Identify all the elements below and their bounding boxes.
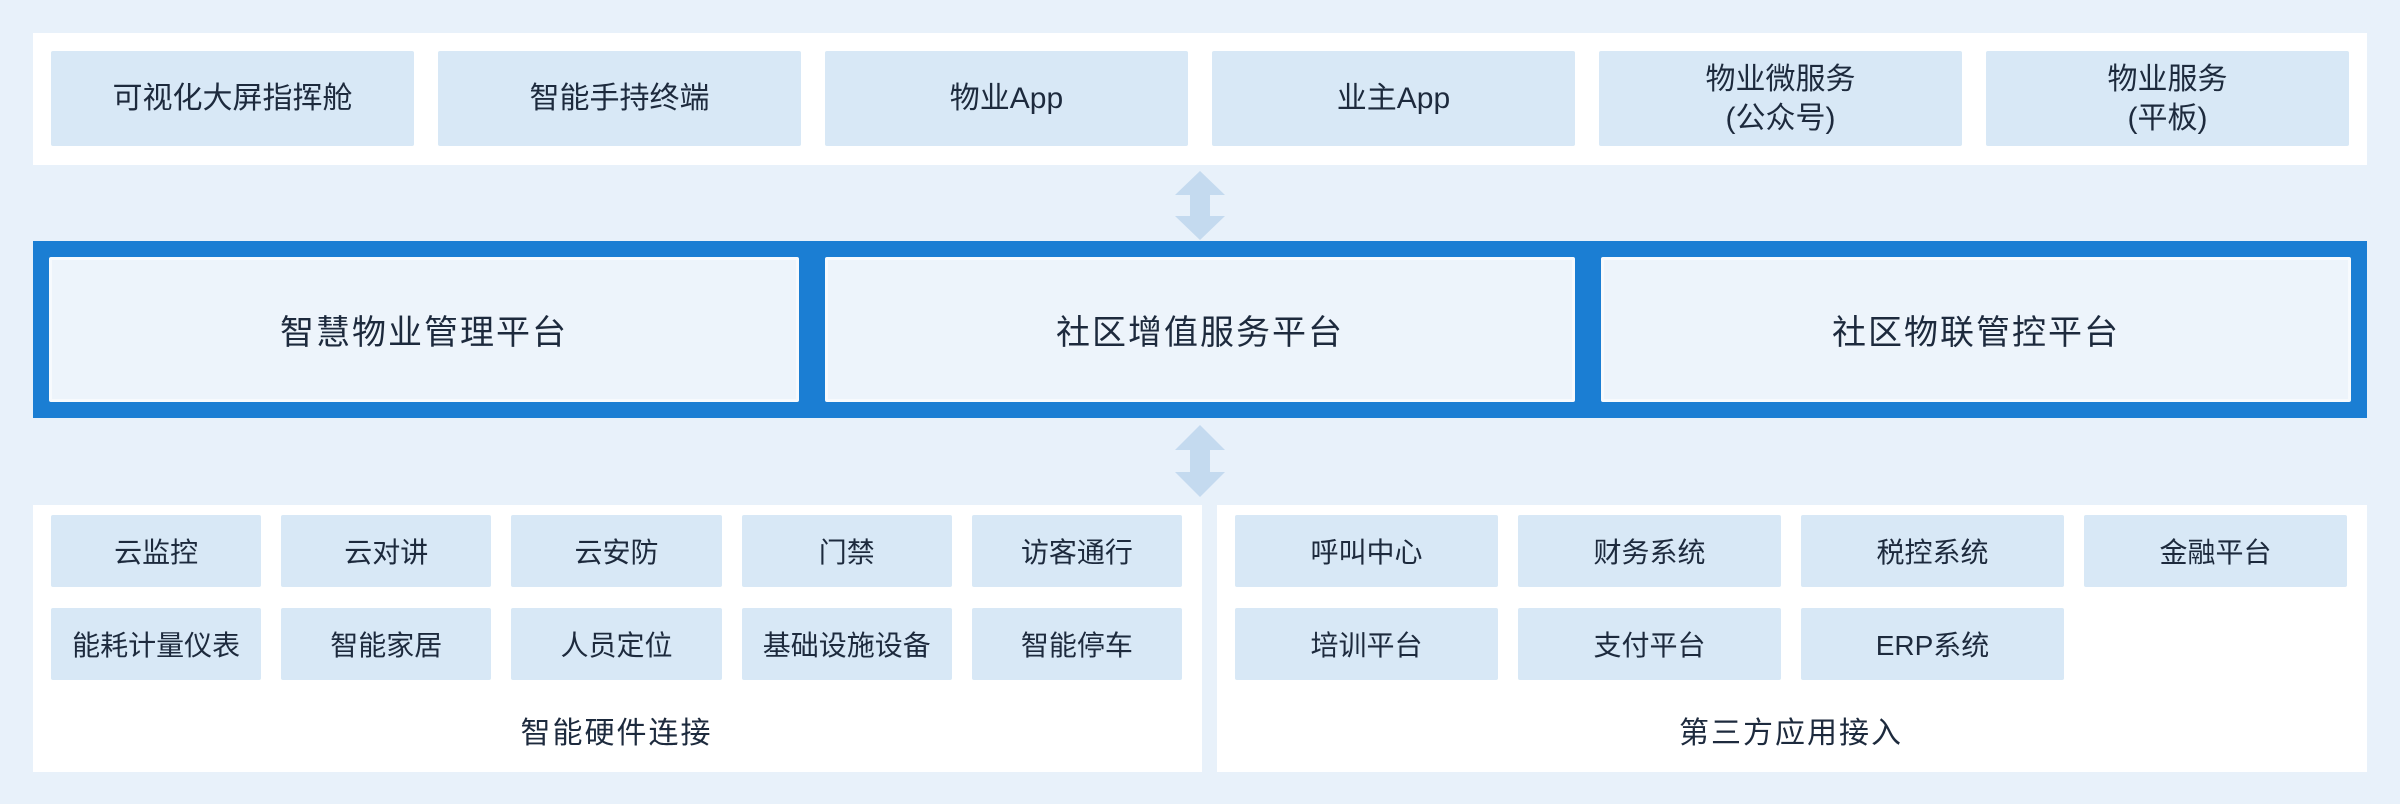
terminals-band: 可视化大屏指挥舱 智能手持终端 物业App 业主App 物业微服务 (公众号) … [33, 33, 2367, 165]
terminal-box-wechat-service: 物业微服务 (公众号) [1599, 51, 1962, 146]
hardware-box-cloud-monitoring: 云监控 [51, 515, 262, 587]
thirdparty-box-payment-platform: 支付平台 [1518, 608, 1781, 680]
terminal-box-tablet-service: 物业服务 (平板) [1986, 51, 2349, 146]
thirdparty-box-call-center: 呼叫中心 [1235, 515, 1498, 587]
hardware-box-smart-home: 智能家居 [281, 608, 492, 680]
hardware-box-visitor-pass: 访客通行 [971, 515, 1183, 587]
hardware-row-2: 能耗计量仪表 智能家居 人员定位 基础设施设备 智能停车 [51, 608, 1183, 680]
hardware-row-1: 云监控 云对讲 云安防 门禁 访客通行 [51, 515, 1183, 587]
third-party-panel: 呼叫中心 财务系统 税控系统 金融平台 培训平台 支付平台 ERP系统 第三方应… [1217, 505, 2367, 772]
thirdparty-box-tax-system: 税控系统 [1801, 515, 2064, 587]
hardware-box-energy-meter: 能耗计量仪表 [51, 608, 262, 680]
updown-arrow-icon [1175, 425, 1225, 497]
thirdparty-box-financial-platform: 金融平台 [2084, 515, 2347, 587]
third-party-row-1: 呼叫中心 财务系统 税控系统 金融平台 [1235, 515, 2347, 587]
third-party-row-2: 培训平台 支付平台 ERP系统 [1235, 608, 2347, 680]
platform-box-smart-property-management: 智慧物业管理平台 [49, 257, 799, 402]
third-party-panel-title: 第三方应用接入 [1679, 716, 1903, 750]
updown-arrow-icon [1175, 171, 1225, 240]
thirdparty-box-erp-system: ERP系统 [1801, 608, 2064, 680]
hardware-box-smart-parking: 智能停车 [971, 608, 1183, 680]
hardware-box-cloud-intercom: 云对讲 [281, 515, 492, 587]
hardware-box-access-control: 门禁 [741, 515, 952, 587]
terminal-box-handheld: 智能手持终端 [438, 51, 801, 146]
smart-hardware-panel: 云监控 云对讲 云安防 门禁 访客通行 能耗计量仪表 智能家居 人员定位 基础设… [33, 505, 1202, 772]
platform-box-community-iot-control: 社区物联管控平台 [1601, 257, 2351, 402]
thirdparty-box-training-platform: 培训平台 [1235, 608, 1498, 680]
platforms-band: 智慧物业管理平台 社区增值服务平台 社区物联管控平台 [33, 241, 2367, 418]
platform-box-community-value-added-service: 社区增值服务平台 [825, 257, 1575, 402]
hardware-box-cloud-security: 云安防 [511, 515, 722, 587]
terminal-box-owner-app: 业主App [1212, 51, 1575, 146]
empty-grid-cell [2084, 608, 2347, 680]
smart-hardware-panel-title: 智能硬件连接 [520, 716, 713, 750]
thirdparty-box-finance-system: 财务系统 [1518, 515, 1781, 587]
terminal-box-property-app: 物业App [825, 51, 1188, 146]
hardware-box-infrastructure-equipment: 基础设施设备 [741, 608, 952, 680]
hardware-box-personnel-positioning: 人员定位 [511, 608, 722, 680]
terminal-box-command-cockpit: 可视化大屏指挥舱 [51, 51, 414, 146]
